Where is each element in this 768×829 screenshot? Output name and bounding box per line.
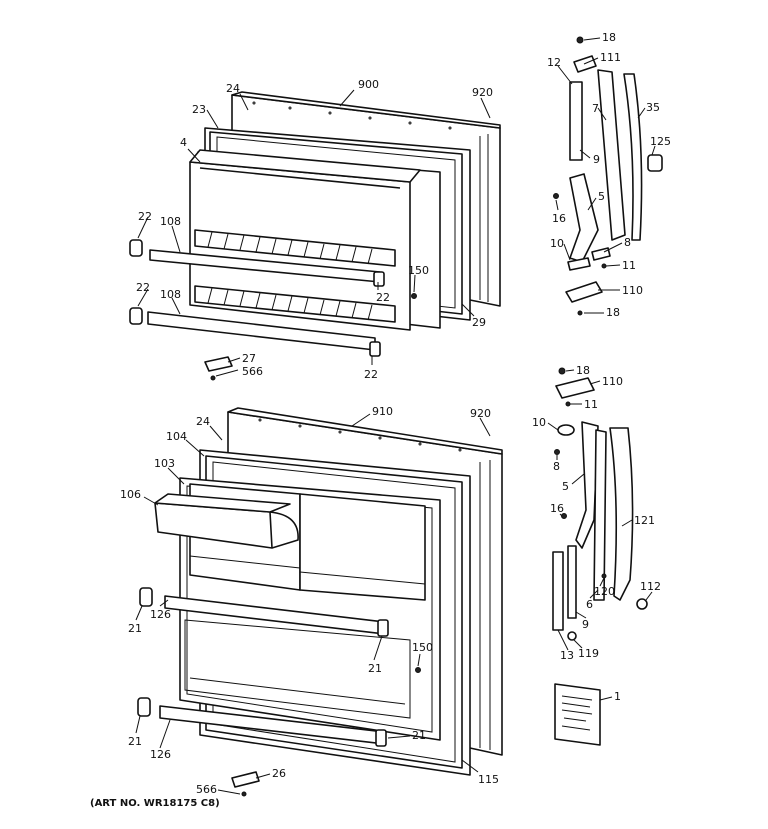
callout-24: 24 bbox=[226, 82, 240, 95]
callout-5: 5 bbox=[562, 480, 569, 493]
callout-125: 125 bbox=[650, 135, 671, 148]
callout-112: 112 bbox=[640, 580, 661, 593]
callout-566: 566 bbox=[242, 365, 263, 378]
callout-12: 12 bbox=[547, 56, 561, 69]
callout-115: 115 bbox=[478, 773, 499, 786]
callout-108: 108 bbox=[160, 215, 181, 228]
callout-104: 104 bbox=[166, 430, 187, 443]
callout-21: 21 bbox=[368, 662, 382, 675]
callout-35: 35 bbox=[646, 101, 660, 114]
callout-10: 10 bbox=[532, 416, 546, 429]
callout-22: 22 bbox=[364, 368, 378, 381]
lower-hinge-parts bbox=[552, 367, 648, 746]
callout-900: 900 bbox=[358, 78, 379, 91]
leader-lines bbox=[135, 37, 656, 795]
callout-6: 6 bbox=[586, 598, 593, 611]
callout-150: 150 bbox=[412, 641, 433, 654]
callout-119: 119 bbox=[578, 647, 599, 660]
callout-11: 11 bbox=[584, 398, 598, 411]
callout-16: 16 bbox=[550, 502, 564, 515]
art-number-caption: (ART NO. WR18175 C8) bbox=[90, 798, 220, 809]
callout-1: 1 bbox=[614, 690, 621, 703]
callout-150: 150 bbox=[408, 264, 429, 277]
callout-21: 21 bbox=[128, 735, 142, 748]
callout-18: 18 bbox=[576, 364, 590, 377]
callout-labels-upper-door: 900 920 24 23 4 22 108 22 108 150 22 29 … bbox=[136, 78, 493, 381]
callout-22: 22 bbox=[138, 210, 152, 223]
callout-18: 18 bbox=[602, 31, 616, 44]
callout-26: 26 bbox=[272, 767, 286, 780]
callout-labels-lower-door: 910 920 24 104 103 106 21 126 21 150 21 … bbox=[120, 405, 499, 796]
callout-920: 920 bbox=[470, 407, 491, 420]
callout-21: 21 bbox=[412, 729, 426, 742]
callout-9: 9 bbox=[593, 153, 600, 166]
callout-110: 110 bbox=[622, 284, 643, 297]
callout-566: 566 bbox=[196, 783, 217, 796]
callout-29: 29 bbox=[472, 316, 486, 329]
callout-22: 22 bbox=[136, 281, 150, 294]
callout-108: 108 bbox=[160, 288, 181, 301]
callout-4: 4 bbox=[180, 136, 187, 149]
upper-hinge-parts bbox=[553, 36, 663, 316]
callout-9: 9 bbox=[582, 618, 589, 631]
upper-door-assembly bbox=[129, 91, 501, 381]
callout-23: 23 bbox=[192, 103, 206, 116]
callout-labels-lower-hinge: 18 110 11 10 8 5 16 121 120 112 6 9 13 1… bbox=[532, 364, 661, 703]
callout-27: 27 bbox=[242, 352, 256, 365]
callout-21: 21 bbox=[128, 622, 142, 635]
callout-920: 920 bbox=[472, 86, 493, 99]
lower-door-assembly bbox=[137, 407, 503, 797]
callout-126: 126 bbox=[150, 608, 171, 621]
callout-106: 106 bbox=[120, 488, 141, 501]
callout-8: 8 bbox=[553, 460, 560, 473]
callout-126: 126 bbox=[150, 748, 171, 761]
callout-24: 24 bbox=[196, 415, 210, 428]
callout-111: 111 bbox=[600, 51, 621, 64]
callout-5: 5 bbox=[598, 190, 605, 203]
callout-11: 11 bbox=[622, 259, 636, 272]
callout-13: 13 bbox=[560, 649, 574, 662]
callout-18: 18 bbox=[606, 306, 620, 319]
callout-7: 7 bbox=[592, 102, 599, 115]
callout-labels-upper-hinge: 18 111 12 7 35 125 9 16 5 10 8 11 110 18 bbox=[547, 31, 671, 319]
callout-121: 121 bbox=[634, 514, 655, 527]
callout-110: 110 bbox=[602, 375, 623, 388]
callout-16: 16 bbox=[552, 212, 566, 225]
callout-8: 8 bbox=[624, 236, 631, 249]
callout-120: 120 bbox=[594, 585, 615, 598]
callout-103: 103 bbox=[154, 457, 175, 470]
callout-910: 910 bbox=[372, 405, 393, 418]
callout-10: 10 bbox=[550, 237, 564, 250]
callout-22: 22 bbox=[376, 291, 390, 304]
